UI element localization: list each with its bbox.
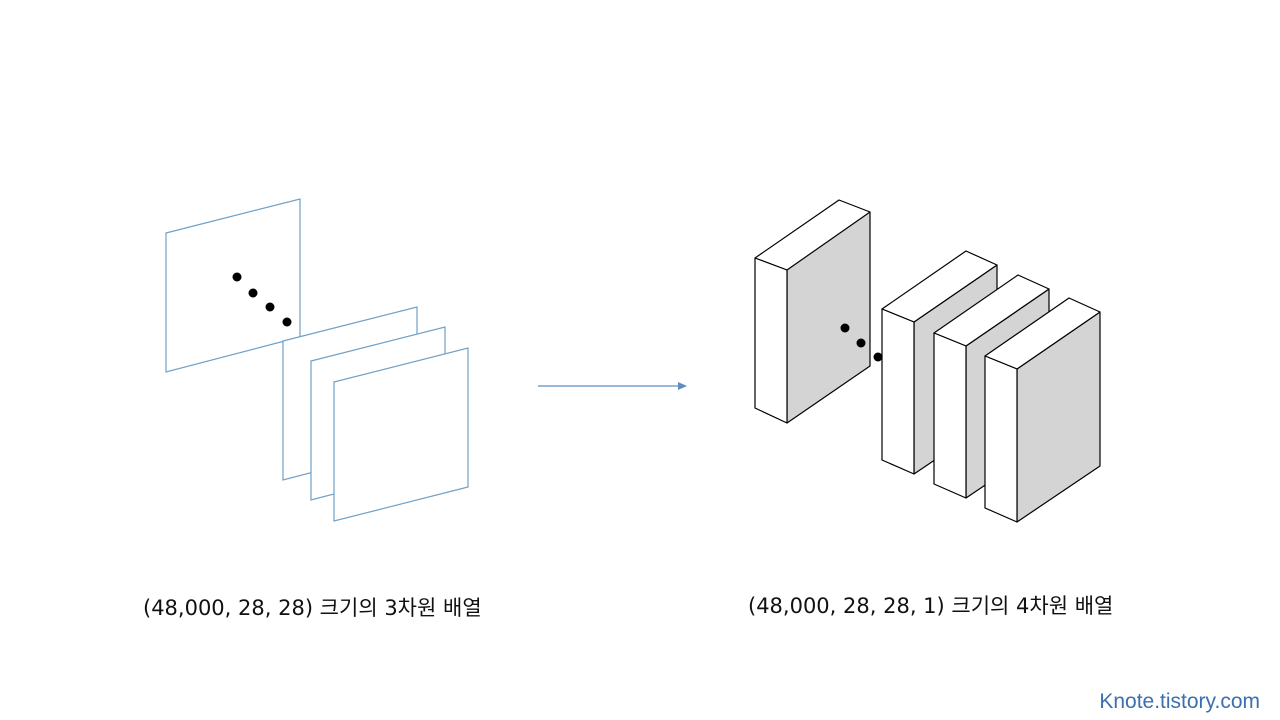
transform-arrow [538, 382, 687, 390]
watermark: Knote.tistory.com [1099, 690, 1260, 713]
plane-front [333, 347, 469, 522]
right-caption: (48,000, 28, 28, 1) 크기의 4차원 배열 [748, 594, 1114, 618]
block-2-front [881, 308, 915, 475]
ellipsis-dots-right [840, 323, 883, 362]
block-3-front [933, 332, 967, 499]
ellipsis-dots-left [232, 272, 292, 327]
plane-back [165, 198, 301, 373]
block-4 [984, 297, 1101, 523]
left-caption: (48,000, 28, 28) 크기의 3차원 배열 [143, 596, 482, 620]
planes-3d-array [165, 198, 469, 522]
block-1-front [754, 257, 788, 424]
block-1 [754, 199, 871, 424]
block-4-front [984, 355, 1018, 523]
